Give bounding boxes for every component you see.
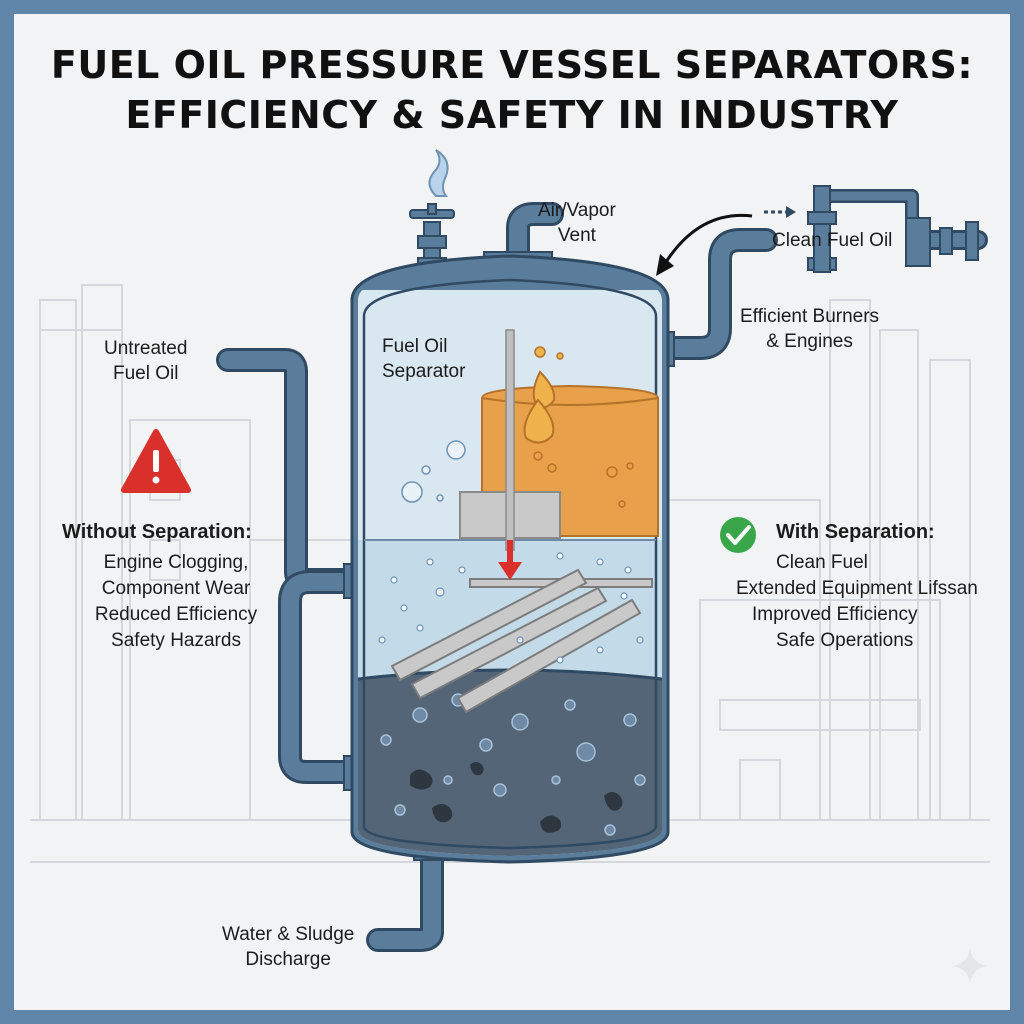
piping [216,189,988,952]
oil-drop-icon [523,398,555,444]
list-item: Engine Clogging, [103,552,249,573]
with-separation-heading: With Separation: [776,521,935,543]
water-sludge-discharge-label: Water & Sludge Discharge [222,924,355,970]
list-item: Reduced Efficiency [94,604,258,625]
water-bubbles [378,552,644,664]
list-item: Component Wear [101,578,251,599]
coalescer-plates [390,568,653,714]
air-bubbles [401,440,466,503]
list-item: Safe Operations [776,630,914,651]
fuel-oil-separator-label: Fuel Oil Separator [382,336,466,382]
vapor-icon [428,149,449,197]
clean-fuel-flow-arrow [764,206,796,218]
list-item: Extended Equipment Lifssan [736,578,978,599]
clean-fuel-oil-label: Clean Fuel Oil [772,230,893,251]
list-item: Clean Fuel [776,552,868,573]
untreated-fuel-oil-label: Untreated Fuel Oil [104,338,188,384]
list-item: Improved Efficiency [752,604,918,625]
with-separation-list: Clean Fuel Extended Equipment Lifssan Im… [736,550,978,654]
outlet-curved-arrow [656,213,753,276]
fuel-bubbles [533,346,634,508]
sparkle-icon [952,948,988,984]
infographic-frame: FUEL OIL PRESSURE VESSEL SEPARATORS: EFF… [14,14,1010,1010]
separator-diagram [30,149,990,984]
air-vapor-vent-label: Air/Vapor Vent [538,200,616,246]
title-line-1: FUEL OIL PRESSURE VESSEL SEPARATORS: [50,43,974,87]
without-separation-list: Engine Clogging, Component Wear Reduced … [66,550,286,654]
flow-arrow [498,540,522,580]
oil-drop-icon [532,370,556,409]
efficient-burners-label: Efficient Burners & Engines [740,306,880,352]
check-icon [720,517,756,553]
list-item: Safety Hazards [111,630,241,651]
warning-icon [121,429,191,493]
title-line-2: EFFICIENCY & SAFETY IN INDUSTRY [125,93,899,137]
page-title: FUEL OIL PRESSURE VESSEL SEPARATORS: EFF… [14,40,1010,140]
without-separation-heading: Without Separation: [62,521,252,543]
